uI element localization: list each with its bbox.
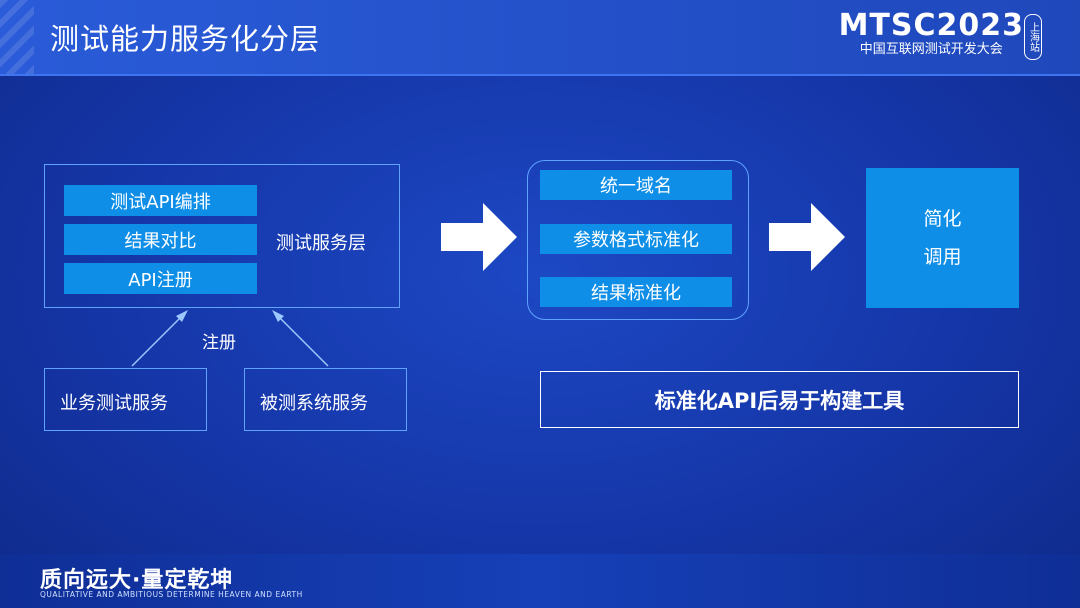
arrow-right-icon <box>441 203 517 271</box>
slide-title: 测试能力服务化分层 <box>50 22 321 56</box>
source-system-label: 被测系统服务 <box>260 393 368 414</box>
source-business-label: 业务测试服务 <box>60 393 168 414</box>
logo-main-text: MTSC2023 <box>838 8 1024 43</box>
logo-tag: 上海站 <box>1024 14 1042 60</box>
footer-slogan: 质向远大·量定乾坤 <box>40 568 234 593</box>
slide-header: 测试能力服务化分层 MTSC2023 中国互联网测试开发大会 上海站 <box>0 0 1080 76</box>
service-item-orchestration: 测试API编排 <box>64 185 257 216</box>
logo-sub-text: 中国互联网测试开发大会 <box>859 42 1003 57</box>
slide-footer: 质向远大·量定乾坤 QUALITATIVE AND AMBITIOUS DETE… <box>0 554 1080 608</box>
result-line-2: 调用 <box>923 246 962 268</box>
register-arrows <box>131 310 329 367</box>
result-line-1: 简化 <box>923 208 962 230</box>
header-decoration <box>0 0 34 74</box>
result-box: 简化 调用 <box>866 168 1019 308</box>
service-item-register: API注册 <box>64 263 257 294</box>
conclusion-box: 标准化API后易于构建工具 <box>540 371 1019 428</box>
service-layer-box <box>44 164 400 308</box>
service-layer-label: 测试服务层 <box>276 233 366 254</box>
service-item-compare: 结果对比 <box>64 224 257 255</box>
conference-logo: MTSC2023 中国互联网测试开发大会 <box>839 10 1024 58</box>
register-label: 注册 <box>202 333 236 353</box>
standardization-box <box>527 160 749 320</box>
standard-item-domain: 统一域名 <box>540 170 732 200</box>
standard-item-params: 参数格式标准化 <box>540 224 732 254</box>
footer-slogan-en: QUALITATIVE AND AMBITIOUS DETERMINE HEAV… <box>40 590 303 599</box>
conclusion-text: 标准化API后易于构建工具 <box>654 388 905 413</box>
source-system-box <box>244 368 407 431</box>
standard-item-result: 结果标准化 <box>540 277 732 307</box>
source-business-box <box>44 368 207 431</box>
arrow-right-icon <box>769 203 845 271</box>
